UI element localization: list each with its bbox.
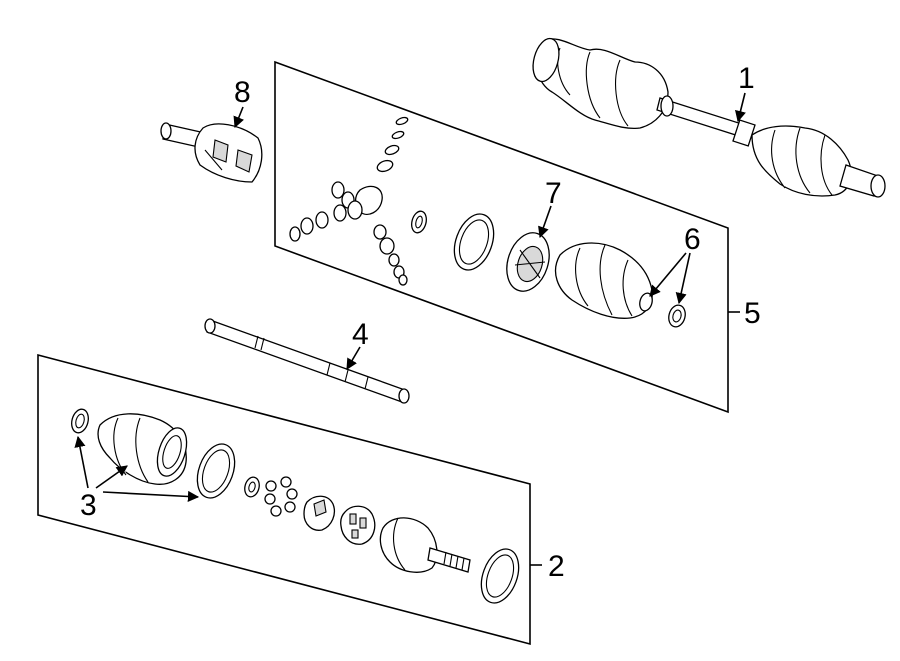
callout-8: 8 [234,76,251,109]
cage [340,505,376,545]
intermediate-shaft [204,318,410,404]
callout-4: 4 [352,318,369,351]
ball-bearing-set [264,476,298,517]
inner-boot-clamp-small [71,408,89,434]
inner-joint-kit-panel [37,353,542,646]
seal-ring [480,548,520,604]
callout-5: 5 [744,297,761,330]
outer-race-housing [379,517,471,573]
outer-joint-kit-panel [274,60,740,414]
inner-joint-housing [160,122,263,183]
inner-boot-clamp-large [196,443,236,499]
callout-3: 3 [80,489,97,522]
callout-2: 2 [548,550,565,583]
snap-ring [244,476,260,498]
callout-7: 7 [545,177,562,210]
retaining-ring [411,210,427,234]
outer-boot [555,242,653,319]
boot-clamp [453,213,495,271]
inner-race [303,495,336,531]
axle-shaft-assembly [532,37,886,198]
tripod-spider-assembly [289,181,408,286]
needle-bearing-set [376,116,409,173]
cv-joint-cage [506,232,550,292]
boot-clamps-pair [639,292,686,328]
callout-6: 6 [684,223,701,256]
inner-boot [97,413,188,485]
callout-1: 1 [738,62,755,95]
